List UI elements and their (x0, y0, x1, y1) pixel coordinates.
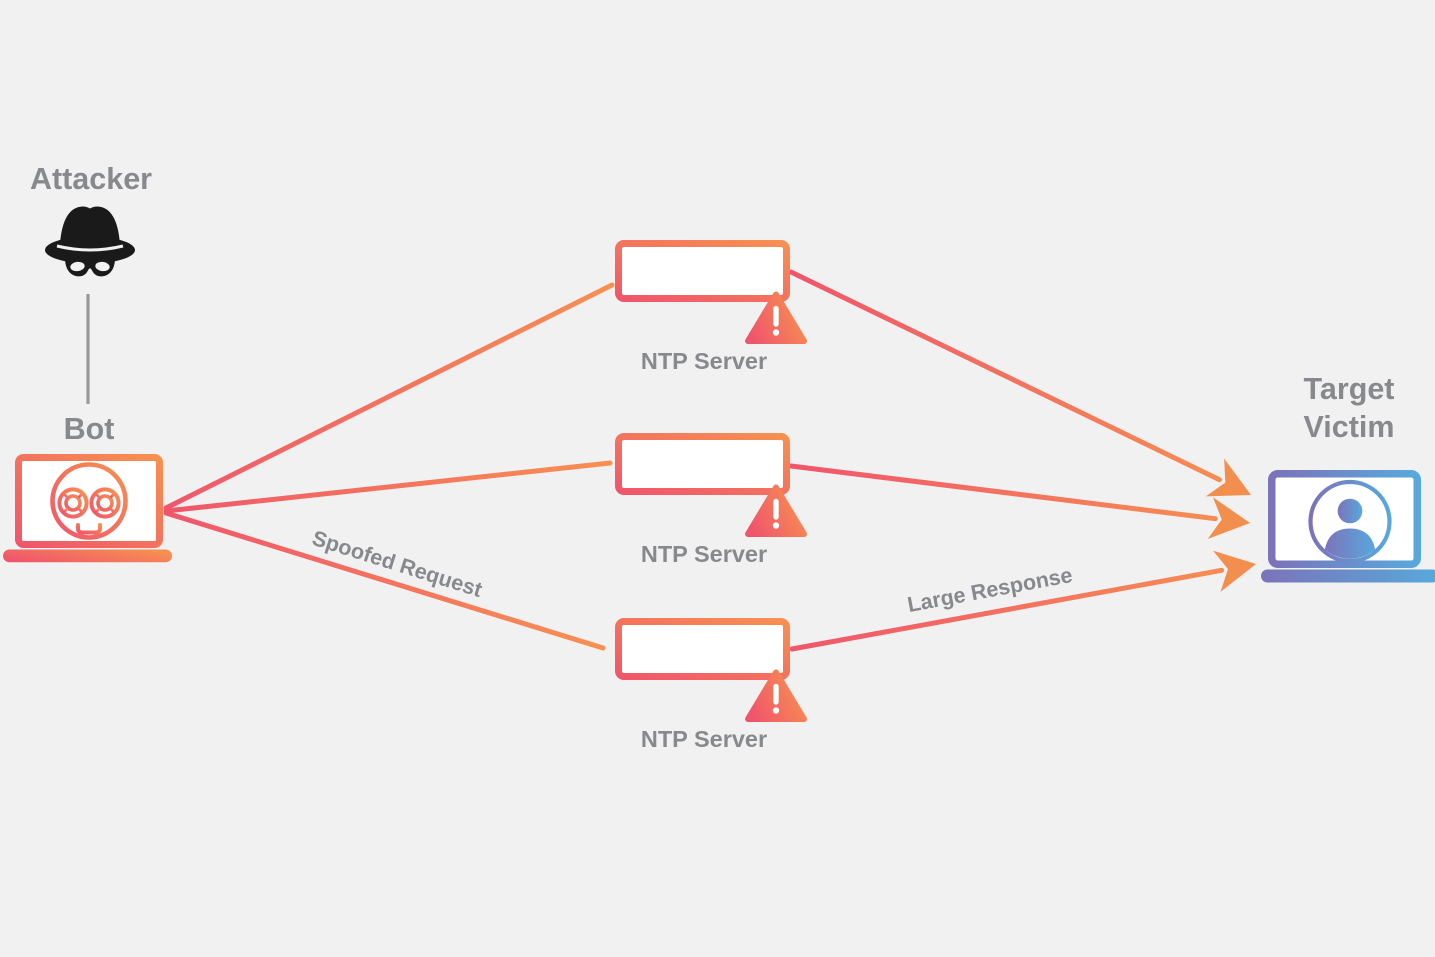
ntp-server-1-label: NTP Server (640, 348, 768, 374)
server-rack-warning-icon (615, 433, 812, 538)
victim-label-line1: Target (1303, 372, 1395, 406)
server-rack-warning-icon (615, 240, 812, 345)
person-laptop-icon (1261, 470, 1435, 583)
robot-face-icon (50, 462, 128, 540)
server-rack-warning-icon (615, 618, 812, 723)
person-icon (1308, 479, 1392, 564)
victim-label-line2: Victim (1303, 409, 1395, 444)
ntp-server-2-label: NTP Server (640, 541, 768, 567)
edge-server-2-victim (788, 463, 1251, 539)
edge-bot-server-1 (163, 282, 615, 511)
victim-label: Target Victim (1257, 371, 1435, 446)
edge-bot-server-2 (163, 460, 613, 514)
ntp-server-3-label: NTP Server (640, 726, 768, 752)
robot-laptop-icon (3, 454, 172, 563)
incognito-hat-mask-icon (45, 206, 135, 277)
edge-server-3-victim (789, 550, 1257, 652)
bot-label: Bot (63, 412, 115, 446)
attacker-label: Attacker (29, 162, 153, 196)
edge-server-1-victim (788, 269, 1251, 497)
edge-bot-server-3 (163, 510, 606, 651)
